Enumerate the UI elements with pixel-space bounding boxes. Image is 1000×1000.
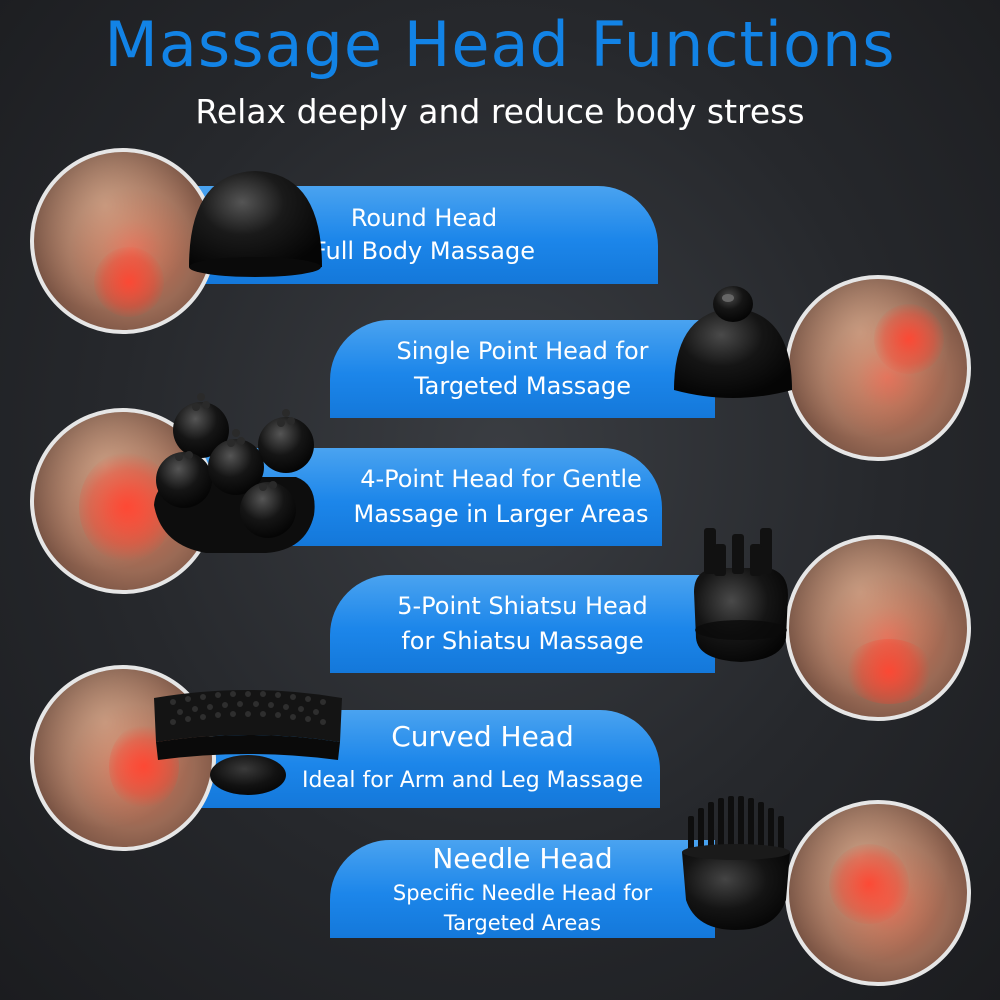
banner-single-point-head: Single Point Head for Targeted Massage xyxy=(330,320,715,418)
page-subtitle: Relax deeply and reduce body stress xyxy=(195,92,805,131)
banner-line-1: 5-Point Shiatsu Head xyxy=(397,592,648,620)
five-point-head-icon xyxy=(694,528,788,662)
banner-line-1: Needle Head xyxy=(432,842,613,875)
banner-line-2: Ideal for Arm and Leg Massage xyxy=(301,768,644,793)
banner-line-1: 4-Point Head for Gentle xyxy=(360,465,642,493)
photo-shoulder xyxy=(785,275,971,461)
four-point-head-icon xyxy=(154,393,315,553)
banner-needle-head: Needle Head Specific Needle Head for Tar… xyxy=(330,840,715,938)
banner-line-2: Massage in Larger Areas xyxy=(353,500,649,528)
page-title: Massage Head Functions xyxy=(104,8,896,81)
banner-line-3: Targeted Areas xyxy=(443,911,602,935)
banner-line-2: for Shiatsu Massage xyxy=(401,627,644,655)
single-point-head-icon xyxy=(674,286,792,398)
needle-head-icon xyxy=(682,796,790,930)
banner-line-2: Targeted Massage xyxy=(413,372,631,400)
photo-foot xyxy=(785,800,971,986)
banner-line-1: Curved Head xyxy=(391,720,574,753)
banner-line-2: Full Body Massage xyxy=(312,237,535,265)
curved-head-icon xyxy=(154,690,342,795)
banner-line-1: Single Point Head for xyxy=(396,337,649,365)
round-head-icon xyxy=(189,171,322,277)
photo-lower-back xyxy=(785,535,971,721)
banner-line-1: Round Head xyxy=(350,204,498,232)
banner-line-2: Specific Needle Head for xyxy=(392,881,653,905)
banner-five-point-head: 5-Point Shiatsu Head for Shiatsu Massage xyxy=(330,575,715,673)
